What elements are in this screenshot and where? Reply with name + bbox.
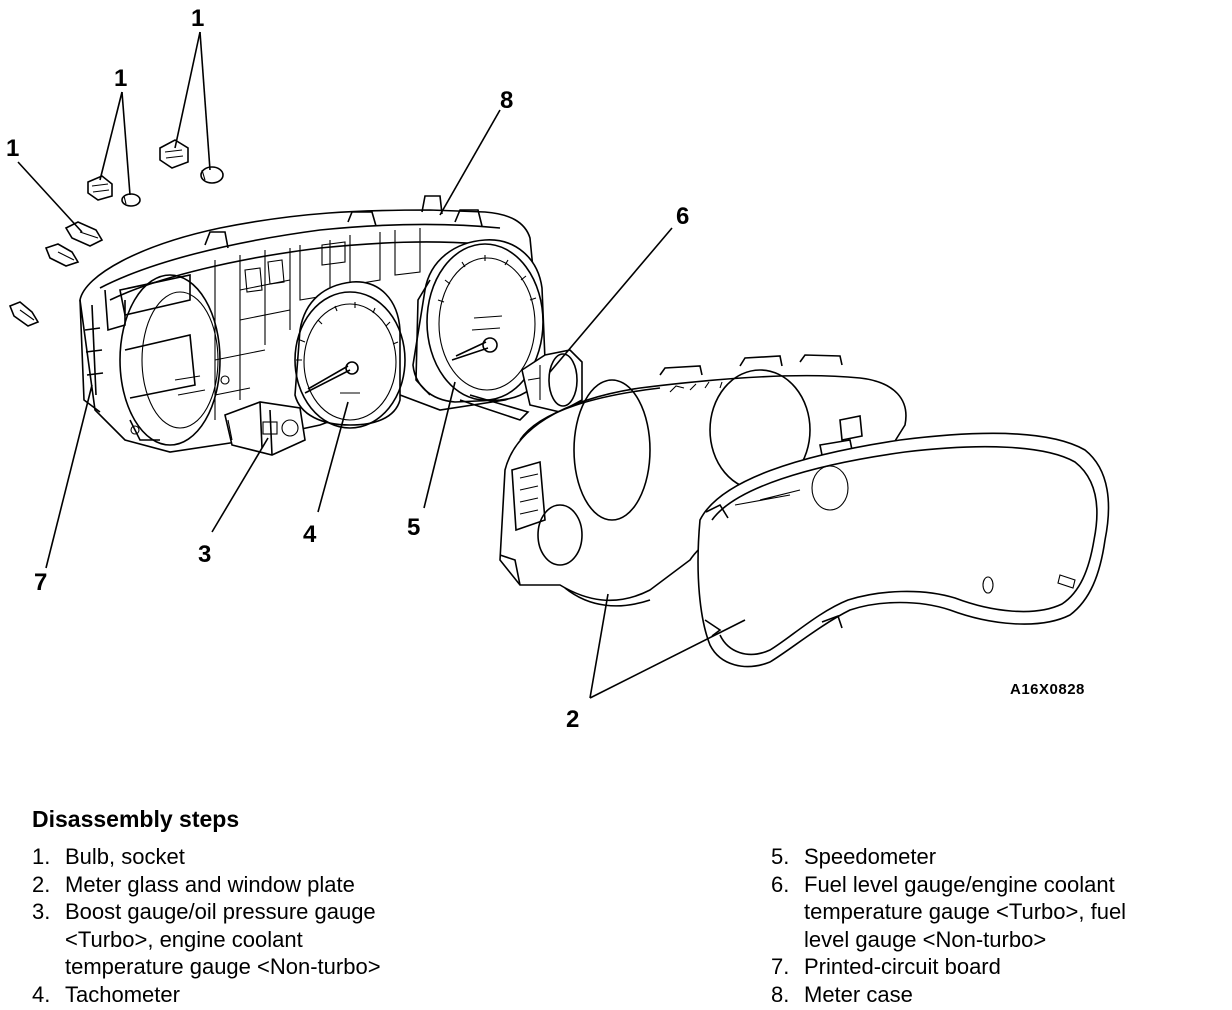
callout-labels: 1 1 1 8 6 7 3 4 5 2 A16X0828: [6, 5, 1085, 733]
small-gauge-6-illustration: [521, 349, 583, 413]
figure-code: A16X0828: [1010, 681, 1085, 698]
step-text: Printed-circuit board: [804, 954, 1001, 979]
step-number: 2.: [32, 871, 51, 897]
step-text: Meter glass and window plate: [65, 871, 355, 897]
step-4: 4. Tachometer: [32, 981, 532, 1009]
leader-lines: [17, 31, 746, 699]
step-text: Tachometer: [65, 981, 180, 1007]
step-8: 8. Meter case: [771, 981, 1226, 1009]
callout-2: 2: [566, 706, 579, 733]
window-plate-illustration: [499, 354, 907, 607]
callout-8: 8: [500, 87, 513, 114]
step-text-continued: level gauge <Non-turbo>: [804, 926, 1047, 952]
step-7: 7. Printed-circuit board: [771, 953, 1226, 981]
step-1: 1. Bulb, socket: [32, 843, 532, 871]
step-text: Bulb, socket: [65, 844, 185, 869]
step-number: 8.: [771, 981, 790, 1007]
small-gauge-3-illustration: [224, 401, 306, 456]
callout-1-left: 1: [6, 135, 19, 162]
step-number: 4.: [32, 981, 51, 1007]
callout-6: 6: [676, 203, 689, 230]
callout-3: 3: [198, 541, 211, 568]
step-text-continued: temperature gauge <Turbo>, fuel: [804, 899, 1127, 924]
step-3: 3. Boost gauge/oil pressure gauge<Turbo>,…: [32, 898, 532, 981]
step-number: 1.: [32, 844, 51, 869]
tachometer-illustration: [294, 281, 406, 429]
step-text: Meter case: [804, 981, 913, 1007]
step-text-continued: <Turbo>, engine coolant: [65, 926, 303, 952]
step-text: Boost gauge/oil pressure gauge: [65, 899, 376, 924]
step-2: 2. Meter glass and window plate: [32, 871, 532, 899]
step-text: Speedometer: [804, 844, 937, 869]
step-text-continued: temperature gauge <Non-turbo>: [65, 954, 381, 979]
step-number: 6.: [771, 871, 790, 897]
callout-4: 4: [303, 521, 317, 548]
callout-5: 5: [407, 514, 420, 541]
disassembly-steps-heading: Disassembly steps: [32, 806, 240, 832]
callout-7: 7: [34, 569, 47, 596]
bulbs-and-sockets-illustration: [8, 139, 224, 327]
meter-glass-illustration: [697, 432, 1110, 668]
step-number: 5.: [771, 844, 790, 869]
step-number: 3.: [32, 899, 51, 924]
callout-1-middle: 1: [114, 65, 127, 92]
callout-1-top: 1: [191, 5, 204, 32]
step-5: 5. Speedometer: [771, 843, 1226, 871]
steps-list-left: 1. Bulb, socket 2. Meter glass and window …: [32, 843, 532, 1008]
step-number: 7.: [771, 954, 790, 979]
speedometer-illustration: [412, 239, 546, 421]
steps-list-right: 5. Speedometer 6. Fuel level gauge/engine …: [771, 843, 1226, 1008]
step-text: Fuel level gauge/engine coolant: [804, 871, 1115, 897]
